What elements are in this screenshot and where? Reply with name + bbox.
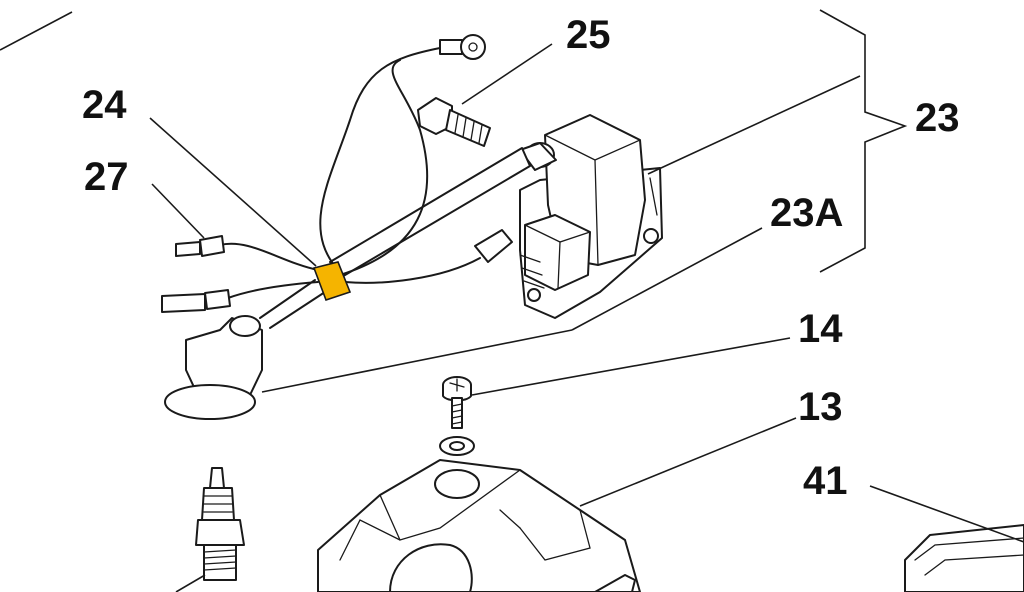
callout-14: 14: [798, 307, 843, 351]
spark-plug: [195, 467, 245, 581]
callout-13: 13: [798, 385, 843, 429]
callout-41: 41: [803, 459, 848, 503]
screw-14: [442, 376, 472, 429]
callout-24: 24: [82, 83, 127, 127]
washer: [439, 436, 475, 456]
leader-lines: [149, 9, 1024, 592]
callout-25: 25: [566, 13, 611, 57]
part-41: [904, 524, 1024, 592]
ground-wire: [319, 34, 486, 276]
bullet-connectors: [161, 235, 319, 313]
edge-line: [0, 11, 73, 51]
cylinder-cover: [317, 459, 641, 592]
spade-connector: [344, 229, 513, 284]
callout-27: 27: [84, 155, 129, 199]
callout-23: 23: [915, 96, 960, 140]
spark-plug-boot: [164, 315, 263, 420]
ignition-coil: [519, 114, 663, 319]
callout-23a: 23A: [770, 191, 843, 235]
screw-25: [417, 97, 491, 147]
wire-clip: [312, 261, 352, 302]
